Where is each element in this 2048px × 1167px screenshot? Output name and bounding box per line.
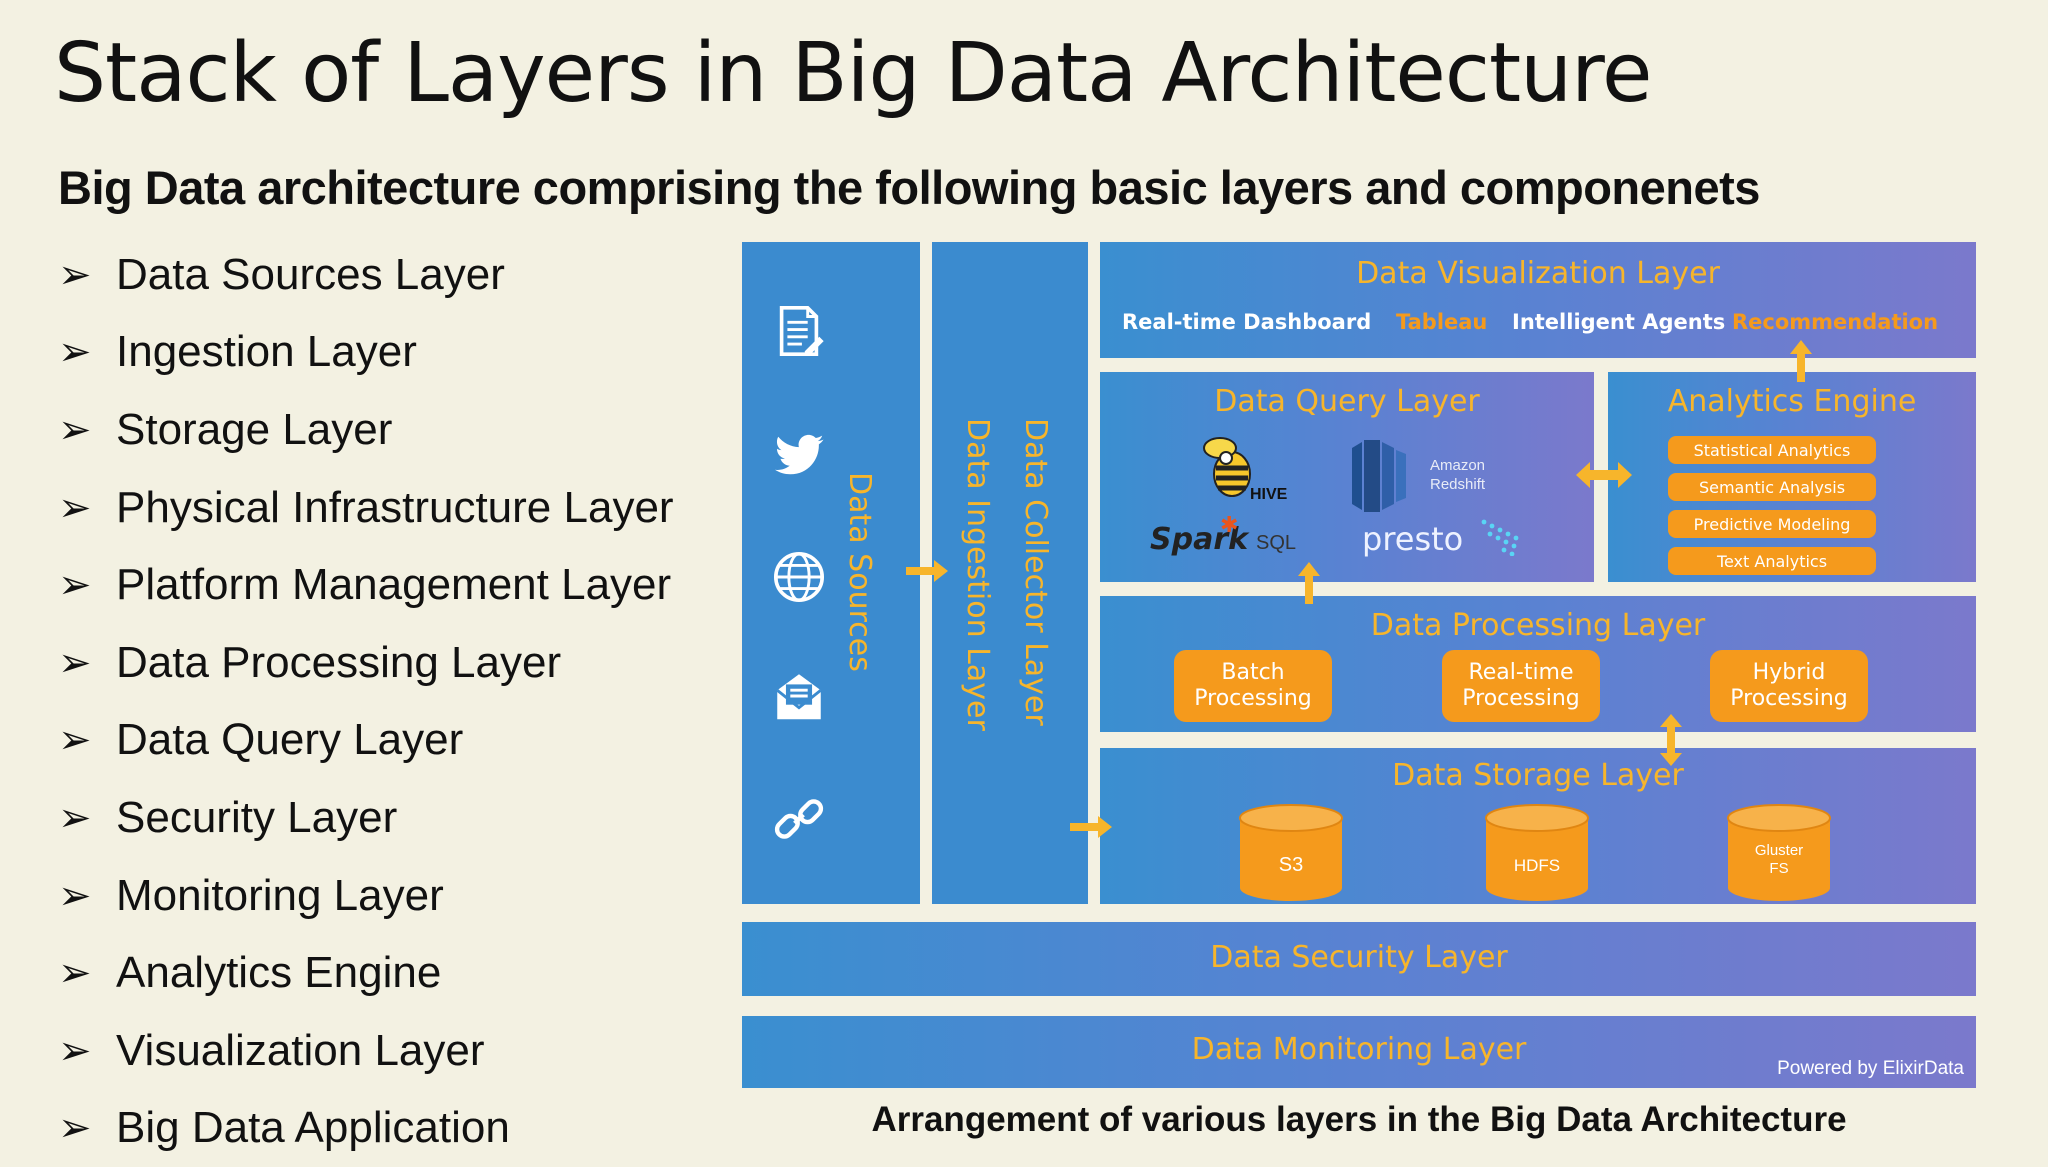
analytics-engine-panel: Analytics Engine Statistical Analytics S… <box>1608 372 1976 582</box>
data-security-panel: Data Security Layer <box>742 922 1976 996</box>
arrow-bullet-icon: ➢ <box>58 252 92 297</box>
presto-dots-icon <box>1481 519 1519 556</box>
vis-item-agents: Intelligent Agents <box>1512 310 1726 334</box>
processing-chip: Hybrid Processing <box>1710 650 1868 722</box>
data-query-panel: Data Query Layer HIVE Amazon Redshift Sp… <box>1100 372 1594 582</box>
analytics-chip: Text Analytics <box>1668 547 1876 575</box>
list-item: ➢Security Layer <box>58 792 398 842</box>
presto-logo: presto <box>1362 520 1464 558</box>
data-monitoring-panel: Data Monitoring Layer Powered by ElixirD… <box>742 1016 1976 1088</box>
arrow-bullet-icon: ➢ <box>58 718 92 763</box>
redshift-icon <box>1352 440 1406 512</box>
mail-icon <box>776 674 822 720</box>
arrow-bullet-icon: ➢ <box>58 407 92 452</box>
hdfs-database: HDFS <box>1484 804 1590 902</box>
s3-database: S3 <box>1238 804 1344 902</box>
analytics-title: Analytics Engine <box>1667 384 1917 419</box>
database-icon <box>1727 804 1831 901</box>
star-icon: ✱ <box>1220 512 1239 537</box>
list-item: ➢Big Data Application <box>58 1103 510 1153</box>
arrow-updown-icon <box>1660 714 1682 766</box>
arrow-bullet-icon: ➢ <box>58 1106 92 1151</box>
arrow-up-icon <box>1298 562 1320 604</box>
storage-title: Data Storage Layer <box>1392 758 1684 793</box>
layer-list: ➢Data Sources Layer ➢Ingestion Layer ➢St… <box>58 236 674 1167</box>
processing-chip: Real-time Processing <box>1442 650 1600 722</box>
hive-label: HIVE <box>1250 486 1288 503</box>
processing-title: Data Processing Layer <box>1370 608 1706 643</box>
visualization-title: Data Visualization Layer <box>1356 256 1720 291</box>
document-icon <box>779 305 824 357</box>
vis-item-dashboard: Real-time Dashboard <box>1122 310 1372 334</box>
list-item: ➢Data Processing Layer <box>58 637 562 687</box>
list-item: ➢Visualization Layer <box>58 1025 485 1075</box>
arrow-bullet-icon: ➢ <box>58 951 92 996</box>
powered-by-label: Powered by ElixirData <box>1777 1058 1964 1079</box>
data-sources-label: Data Sources <box>842 472 877 672</box>
arrow-both-icon <box>1576 462 1632 488</box>
data-storage-panel: Data Storage Layer S3 HDFS Gluster FS <box>1100 748 1976 904</box>
arrow-bullet-icon: ➢ <box>58 795 92 840</box>
twitter-icon <box>774 434 824 475</box>
data-visualization-panel: Data Visualization Layer Real-time Dashb… <box>1100 242 1976 358</box>
page-title: Stack of Layers in Big Data Architecture <box>54 26 1652 121</box>
analytics-chip: Semantic Analysis <box>1668 473 1876 501</box>
spark-logo: Spark <box>1150 522 1249 557</box>
architecture-diagram: Data Sources Data Ingestion Layer Data C… <box>742 242 1976 1092</box>
list-item: ➢Monitoring Layer <box>58 870 444 920</box>
redshift-label: Amazon Redshift <box>1430 457 1486 493</box>
globe-icon <box>773 551 825 603</box>
vis-item-tableau: Tableau <box>1396 310 1488 334</box>
arrow-right-icon <box>906 560 948 582</box>
arrow-bullet-icon: ➢ <box>58 873 92 918</box>
vis-item-recommendation: Recommendation <box>1732 310 1939 334</box>
analytics-chip: Statistical Analytics <box>1668 436 1876 464</box>
database-icon <box>1239 804 1343 901</box>
list-item: ➢Analytics Engine <box>58 948 442 998</box>
page-subtitle: Big Data architecture comprising the fol… <box>58 161 1760 214</box>
data-collector-label: Data Collector Layer <box>1018 418 1053 726</box>
query-title: Data Query Layer <box>1214 384 1480 419</box>
list-item: ➢Data Query Layer <box>58 715 464 765</box>
diagram-caption: Arrangement of various layers in the Big… <box>871 1100 1847 1139</box>
hive-bee-icon <box>1203 437 1251 497</box>
arrow-right-icon <box>1070 816 1112 838</box>
arrow-up-icon <box>1790 340 1812 382</box>
arrow-bullet-icon: ➢ <box>58 563 92 608</box>
list-item: ➢Storage Layer <box>58 404 393 454</box>
spark-sql-label: SQL <box>1256 532 1297 554</box>
data-ingestion-label: Data Ingestion Layer <box>960 418 995 731</box>
analytics-chip: Predictive Modeling <box>1668 510 1876 538</box>
processing-chip: Batch Processing <box>1174 650 1332 722</box>
database-icon <box>1485 804 1589 901</box>
security-title: Data Security Layer <box>1210 940 1508 975</box>
data-ingestion-panel: Data Ingestion Layer Data Collector Laye… <box>932 242 1088 904</box>
gluster-database: Gluster FS <box>1726 804 1832 902</box>
arrow-bullet-icon: ➢ <box>58 1028 92 1073</box>
data-sources-panel: Data Sources <box>742 242 920 904</box>
list-item: ➢Ingestion Layer <box>58 327 417 377</box>
list-item: ➢Data Sources Layer <box>58 249 505 299</box>
list-item: ➢Platform Management Layer <box>58 560 672 610</box>
data-processing-panel: Data Processing Layer Batch Processing R… <box>1100 596 1976 732</box>
arrow-bullet-icon: ➢ <box>58 330 92 375</box>
monitoring-title: Data Monitoring Layer <box>1191 1032 1527 1067</box>
arrow-bullet-icon: ➢ <box>58 485 92 530</box>
link-icon <box>774 799 824 839</box>
list-item: ➢Physical Infrastructure Layer <box>58 482 674 532</box>
arrow-bullet-icon: ➢ <box>58 640 92 685</box>
